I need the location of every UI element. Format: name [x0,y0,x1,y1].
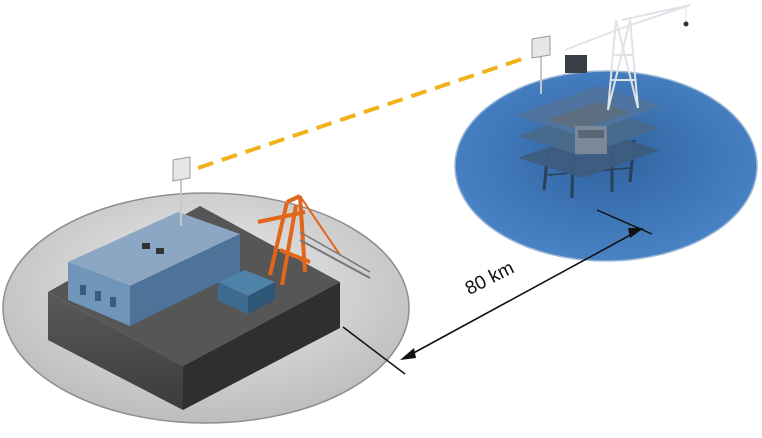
radio-link-line [197,56,526,170]
antenna-icon [172,156,191,226]
onshore-tick [342,326,406,375]
offshore-site [454,4,758,262]
onshore-site [2,156,410,424]
building-icon [68,212,240,326]
platform-decks [515,86,662,178]
crane-icon [257,194,371,286]
antenna-icon [531,35,551,94]
crane-icon [564,4,691,111]
offshore-tick [596,209,653,235]
crane-cab [565,55,587,73]
distance-arrow [400,228,644,360]
container-icon [218,270,275,314]
